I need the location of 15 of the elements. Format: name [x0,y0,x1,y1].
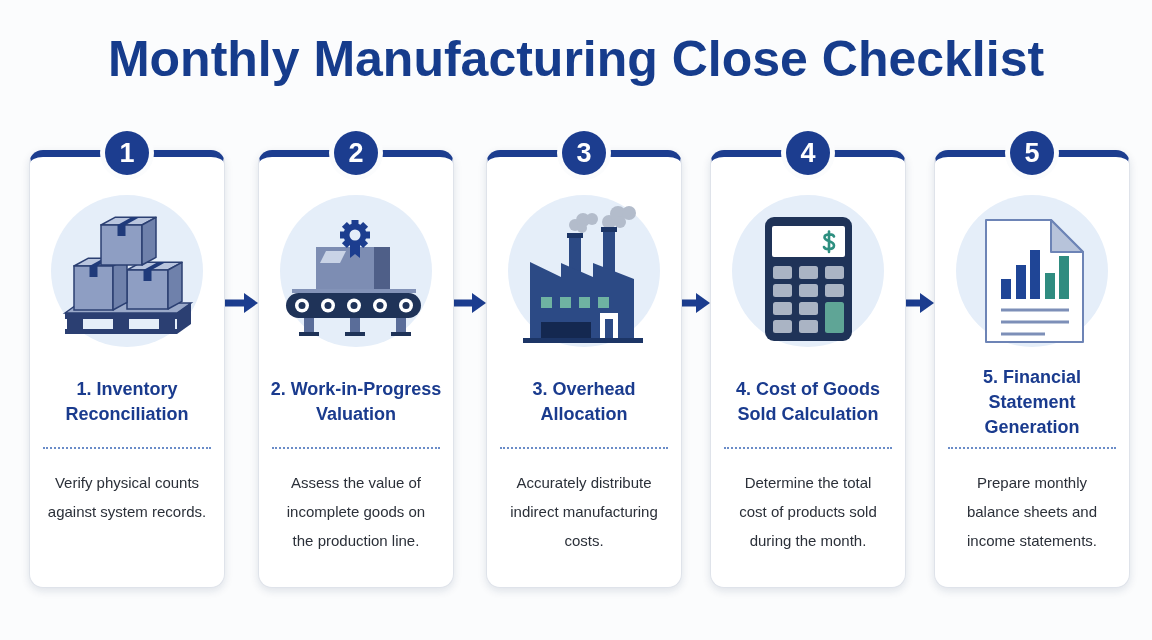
step-description: Accurately distribute indirect manufacturing costs. [509,473,659,551]
step-heading: 5. Financial Statement Generation [981,365,1082,439]
step-description: Determine the total cost of products sold during the month. [738,473,878,551]
step-heading: 3. Overhead Allocation [531,378,637,426]
page-title: Monthly Manufacturing Close Checklist [107,31,1045,89]
arrow [225,293,258,313]
arrow [682,293,710,313]
step-heading: 2. Work-in-Progress Valuation [269,378,443,426]
arrow [906,293,934,313]
step-heading: 1. Inventory Reconciliation [64,378,190,426]
step-description: Prepare monthly balance sheets and income statements. [965,473,1099,551]
step-description: Verify physical counts against system records. [46,473,208,522]
step-description: Assess the value of incomplete goods on the production line. [285,473,427,551]
arrow [454,293,486,313]
step-heading: 4. Cost of Goods Sold Calculation [735,378,881,426]
